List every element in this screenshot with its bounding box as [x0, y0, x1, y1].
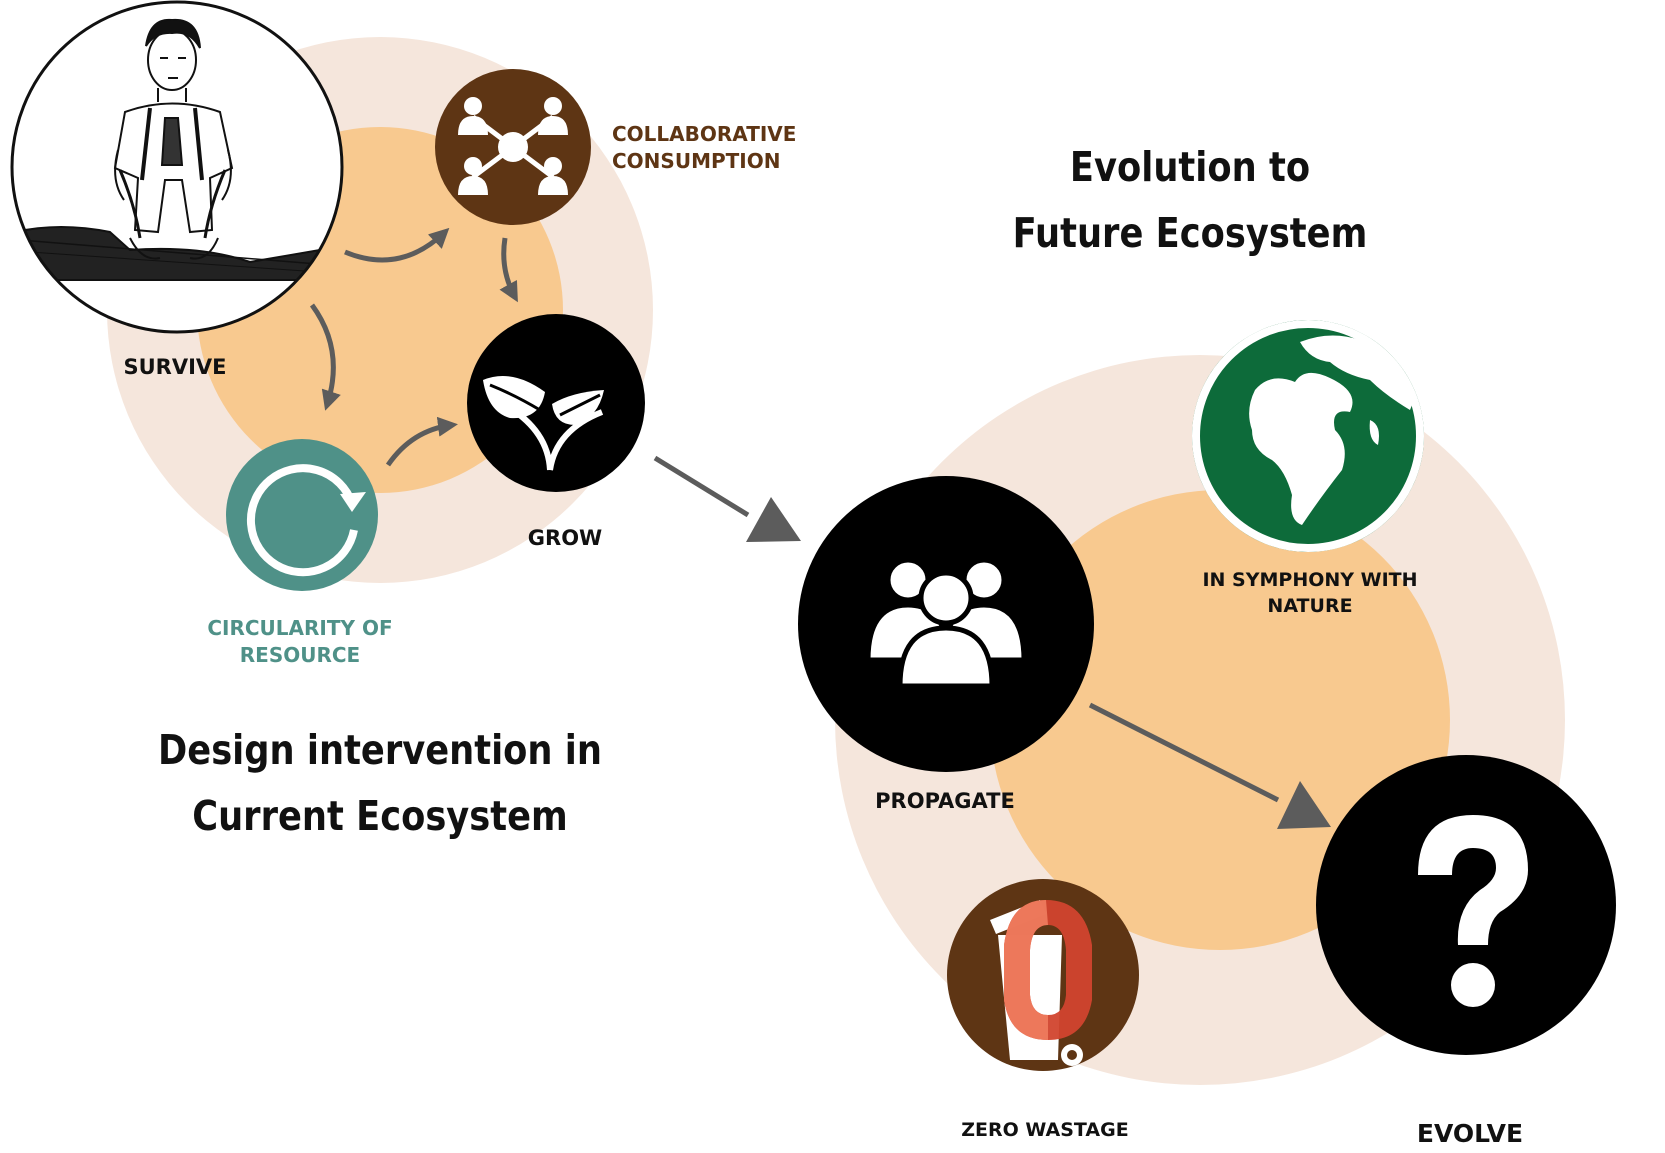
collaborative-node: [435, 69, 591, 225]
collaborative-label-line1: COLLABORATIVE: [612, 122, 797, 146]
symphony-label-line2: NATURE: [1267, 595, 1353, 617]
cycle-icon: [246, 464, 366, 577]
zero-wastage-label: ZERO WASTAGE: [961, 1119, 1129, 1141]
group-people-icon: [865, 557, 1027, 689]
circularity-label-line1: CIRCULARITY OF: [207, 616, 393, 640]
zero-wastage-node: [947, 879, 1139, 1071]
propagate-node: [798, 476, 1094, 772]
circularity-node: [226, 439, 378, 591]
left-heading-line1: Design intervention in: [158, 726, 602, 774]
arrow-grow-to-propagate-head: [746, 497, 801, 542]
arrow-propagate-to-evolve-head: [1277, 781, 1331, 829]
network-people-icon: [458, 97, 568, 195]
left-heading-line2: Current Ecosystem: [192, 792, 568, 840]
zero-waste-bin-icon: [990, 900, 1092, 1066]
arrow-circularity-to-grow: [385, 416, 458, 467]
survive-node: [10, 0, 344, 334]
sketch-person-portrait: [14, 18, 342, 281]
collaborative-label-line2: CONSUMPTION: [612, 149, 781, 173]
evolve-node: [1316, 755, 1616, 1055]
arrow-propagate-to-evolve-shaft: [1088, 702, 1280, 803]
evolve-label: EVOLVE: [1416, 1119, 1524, 1148]
right-heading-line2: Future Ecosystem: [1012, 209, 1368, 257]
right-heading-line1: Evolution to: [1069, 143, 1311, 191]
grow-node: [467, 314, 645, 492]
arrow-survive-to-collaborative: [344, 227, 450, 263]
circularity-label-line2: RESOURCE: [239, 643, 361, 667]
symphony-node: [1192, 320, 1424, 552]
sprout-icon: [483, 376, 604, 471]
arrow-grow-to-propagate-shaft: [653, 455, 750, 518]
symphony-label-line1: IN SYMPHONY WITH: [1202, 569, 1418, 591]
propagate-label: PROPAGATE: [875, 789, 1015, 813]
arrow-collaborative-to-grow: [499, 237, 518, 303]
grow-label: GROW: [527, 526, 603, 550]
question-mark-icon: [1418, 815, 1528, 1007]
survive-label: SURVIVE: [123, 355, 227, 379]
big-arrows: [653, 455, 1331, 829]
flow-arrows: [309, 227, 518, 467]
arrow-survive-to-circularity: [309, 303, 341, 411]
